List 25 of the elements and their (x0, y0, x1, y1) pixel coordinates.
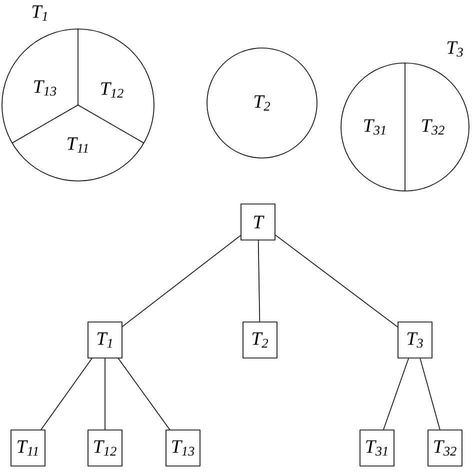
tree-edge (122, 235, 241, 327)
tree-node-box: T$_{12}$ (88, 430, 122, 466)
tree-node-box: T$_{31}$ (360, 430, 394, 466)
region-label: T$_{11}$ (68, 137, 88, 153)
region-label: T$_{13}$ (34, 80, 56, 96)
region-label: T$_{12}$ (101, 82, 124, 98)
tree-edge (118, 358, 170, 430)
tree-edge (40, 358, 92, 430)
set-label: T$_{3}$ (447, 41, 463, 57)
region-label: T$_{2}$ (254, 95, 270, 111)
tree-node-box: T$_{13}$ (166, 430, 200, 466)
tree-node-box: T$_{11}$ (10, 430, 46, 466)
tree-node-box: T (240, 204, 276, 240)
tree-node-box: T$_{1}$ (88, 322, 122, 358)
region-label: T$_{32}$ (422, 119, 444, 135)
tree-edge (275, 234, 398, 328)
tree-edge (383, 358, 409, 430)
tree-node-box: T$_{3}$ (398, 322, 432, 358)
set-label: T$_{1}$ (32, 5, 47, 21)
tree-edge (420, 358, 440, 430)
tree-node-box: T$_{32}$ (428, 430, 462, 466)
tree-edge (258, 240, 260, 322)
tree-edge (104, 358, 106, 430)
tree-node-box: T$_{2}$ (242, 322, 278, 358)
region-label: T$_{31}$ (364, 119, 386, 135)
